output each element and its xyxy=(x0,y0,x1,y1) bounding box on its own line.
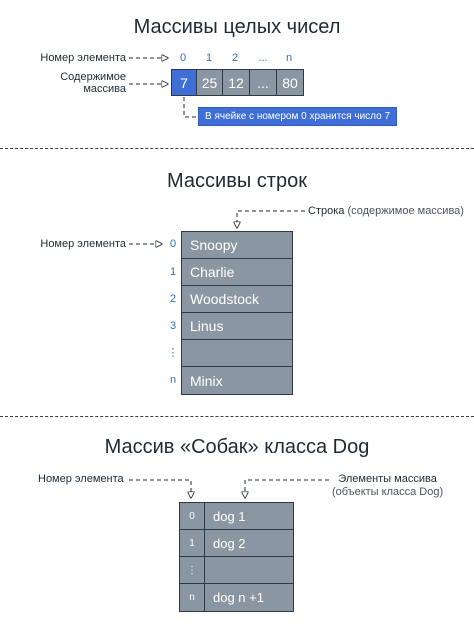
string-index-n: n xyxy=(169,374,177,386)
array-index-2: 2 xyxy=(231,52,239,64)
section1-title: Массивы целых чисел xyxy=(133,16,341,38)
array-cell-2: 12 xyxy=(222,69,250,96)
dog-index-arrow xyxy=(129,479,191,498)
array-cell-ellipsis: ... xyxy=(249,69,277,96)
string-index-1: 1 xyxy=(169,266,177,278)
array-cell-n: 80 xyxy=(276,69,304,96)
dog-elements-arrow xyxy=(245,479,329,498)
string-index-2: 2 xyxy=(169,293,177,305)
section1-content-label-line2: массива xyxy=(83,83,126,95)
string-index-ellipsis: ⋮ xyxy=(167,347,179,359)
dog-value-n: dog n +1 xyxy=(213,590,264,605)
string-content-arrow xyxy=(237,210,305,228)
string-index-3: 3 xyxy=(169,320,177,332)
string-array-table: Snoopy Charlie Woodstock Linus Minix xyxy=(181,231,293,395)
dog-value-0: dog 1 xyxy=(213,508,246,524)
highlight-callout: В ячейке с номером 0 хранится число 7 xyxy=(198,107,397,126)
string-row-n: Minix xyxy=(190,372,223,389)
dog-index-1: 1 xyxy=(180,530,205,556)
section3-elements-label-line1: Элементы массива xyxy=(338,473,437,485)
callout-connector xyxy=(183,97,197,118)
string-row-3: Linus xyxy=(182,313,292,340)
section-divider-1 xyxy=(0,148,474,149)
array-index-1: 1 xyxy=(205,52,213,64)
dog-row-0: 0 dog 1 xyxy=(180,503,293,530)
dog-row-n: n dog n +1 xyxy=(180,584,293,611)
string-row-0: Snoopy xyxy=(182,232,292,259)
string-row-ellipsis xyxy=(182,340,292,367)
section3-title: Массив «Собак» класса Dog xyxy=(104,436,370,458)
dog-array-table: 0 dog 1 1 dog 2 ⋮ n dog n +1 xyxy=(179,502,294,612)
dog-row-1: 1 dog 2 xyxy=(180,530,293,557)
section3-elements-label-line2: (объекты класса Dog) xyxy=(332,486,444,498)
section2-content-label-main: Строка xyxy=(308,205,345,217)
array-cell-0: 7 xyxy=(171,69,197,96)
section3-elements-label: Элементы массива (объекты класса Dog) xyxy=(332,473,443,499)
string-row-2: Woodstock xyxy=(182,286,292,313)
section2-content-label: Строка (содержимое массива) xyxy=(308,205,464,217)
section2-title: Массивы строк xyxy=(167,170,307,192)
section1-content-label-line1: Содержимое xyxy=(60,71,126,83)
section1-content-label: Содержимое массива xyxy=(60,71,126,95)
dog-row-ellipsis: ⋮ xyxy=(180,557,293,584)
dog-index-0: 0 xyxy=(180,503,205,529)
dog-value-1: dog 2 xyxy=(213,535,246,551)
section3-index-label: Номер элемента xyxy=(38,473,124,485)
section1-index-label: Номер элемента xyxy=(40,52,126,64)
array-index-ellipsis: ... xyxy=(258,52,268,64)
section-divider-2 xyxy=(0,416,474,417)
array-index-n: n xyxy=(285,52,293,64)
dog-index-n: n xyxy=(180,584,205,611)
array-index-0: 0 xyxy=(179,52,187,64)
string-row-1: Charlie xyxy=(182,259,292,286)
section2-index-label: Номер элемента xyxy=(40,238,126,250)
string-index-0: 0 xyxy=(169,238,177,250)
dog-index-ellipsis: ⋮ xyxy=(180,557,205,583)
section2-content-label-paren: (содержимое массива) xyxy=(347,205,464,217)
